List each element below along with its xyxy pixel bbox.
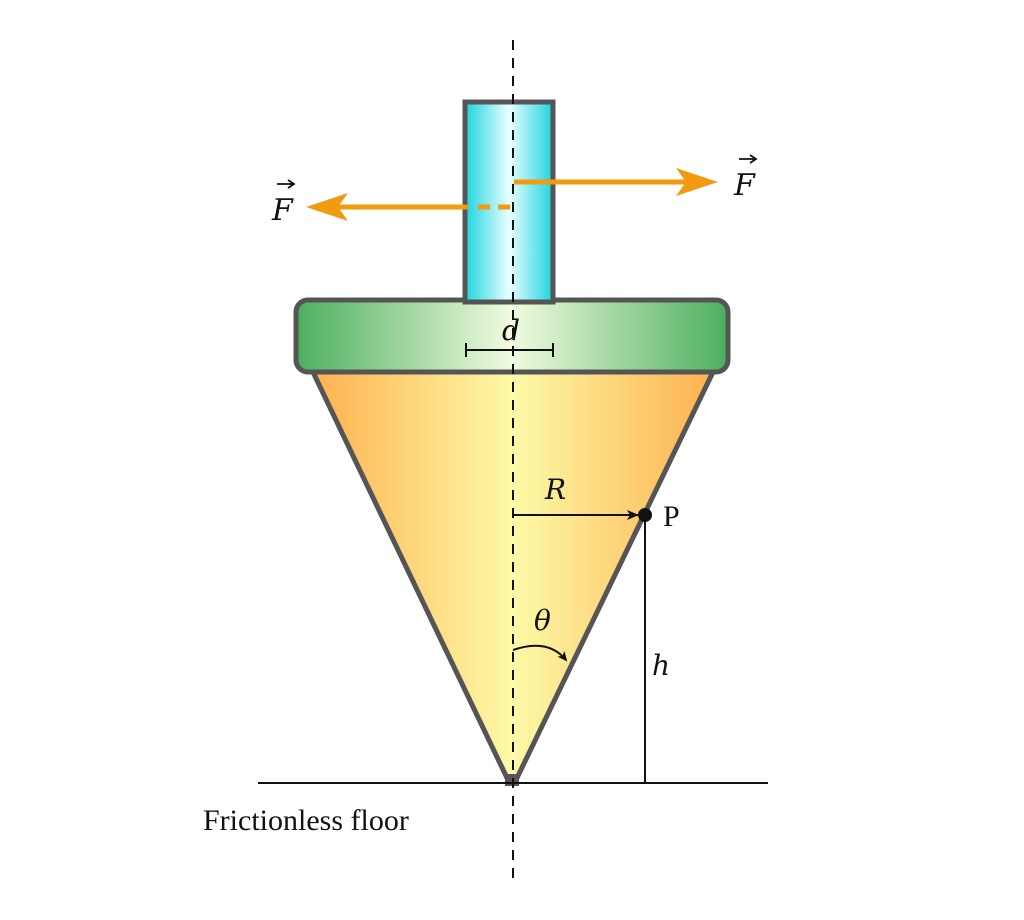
handle-stem	[462, 99, 556, 305]
force-left-label: F	[271, 179, 296, 228]
force-right-label: F	[733, 154, 758, 203]
diameter-label: d	[502, 314, 520, 347]
cone-body	[309, 367, 717, 783]
force-right-text: F	[733, 168, 756, 203]
angle-arc	[512, 644, 568, 662]
radius-label: R	[544, 473, 566, 506]
angle-label: θ	[534, 604, 551, 637]
force-left-text: F	[271, 193, 294, 228]
floor-label: Frictionless floor	[203, 804, 409, 837]
point-label: P	[663, 500, 680, 533]
diameter-dimension	[465, 343, 554, 357]
vector-arrow-icon	[277, 179, 296, 189]
force-arrow-left	[306, 193, 513, 221]
height-label: h	[652, 649, 670, 682]
vector-arrow-icon	[739, 154, 758, 164]
force-arrow-right	[514, 168, 718, 196]
